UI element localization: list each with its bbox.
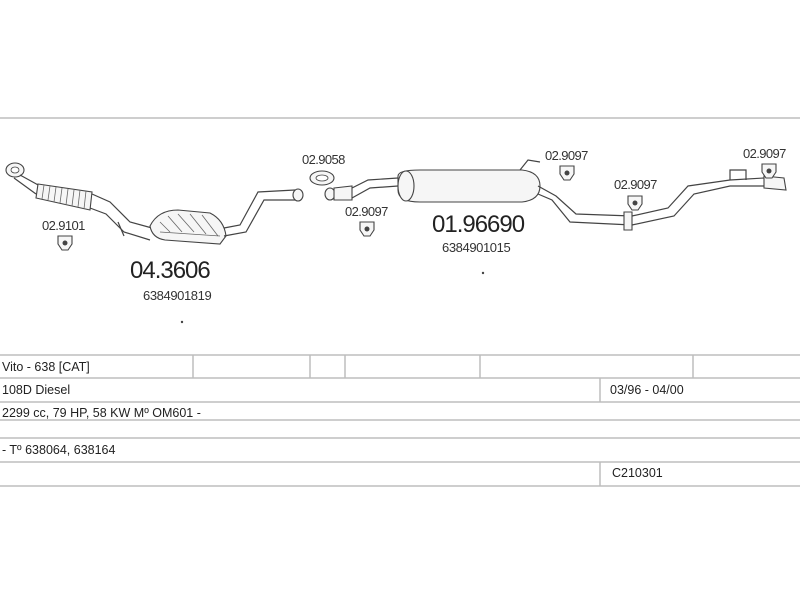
type-codes-cell: - Tº 638064, 638164 xyxy=(2,443,116,457)
clamp-code: 02.9058 xyxy=(302,152,345,167)
catalog-ref-cell: C210301 xyxy=(612,466,663,480)
marker-dot-2 xyxy=(481,271,485,275)
flex-section xyxy=(35,183,93,211)
silencer-assembly[interactable] xyxy=(324,159,787,231)
clamp-icon[interactable] xyxy=(309,170,335,186)
hanger-1-code: 02.9101 xyxy=(42,218,85,233)
silencer-code: 01.96690 xyxy=(432,211,525,238)
hanger-4-code: 02.9097 xyxy=(614,177,657,192)
hanger-3-code: 02.9097 xyxy=(545,148,588,163)
hanger-5-code: 02.9097 xyxy=(743,146,786,161)
hanger-5-icon[interactable] xyxy=(761,163,777,179)
front-pipe[interactable] xyxy=(5,162,153,241)
hanger-3-icon[interactable] xyxy=(559,165,575,181)
catalyst-code: 04.3606 xyxy=(130,257,210,284)
catalyst-oem-number: 6384901819 xyxy=(143,288,211,303)
variant-cell: 108D Diesel xyxy=(2,383,70,397)
vehicle-info-table: Vito - 638 [CAT] 108D Diesel 03/96 - 04/… xyxy=(0,354,800,487)
silencer-body xyxy=(397,169,541,203)
years-cell: 03/96 - 04/00 xyxy=(610,383,684,397)
hanger-2-code: 02.9097 xyxy=(345,204,388,219)
model-cell: Vito - 638 [CAT] xyxy=(2,360,90,374)
marker-dot xyxy=(180,320,184,324)
hanger-1-icon[interactable] xyxy=(57,235,73,251)
catalyst[interactable] xyxy=(149,188,304,245)
hanger-4-icon[interactable] xyxy=(627,195,643,211)
engine-cell: 2299 cc, 79 HP, 58 KW Mº OM601 - xyxy=(2,406,201,420)
silencer-oem-number: 6384901015 xyxy=(442,240,510,255)
hanger-2-icon[interactable] xyxy=(359,221,375,237)
